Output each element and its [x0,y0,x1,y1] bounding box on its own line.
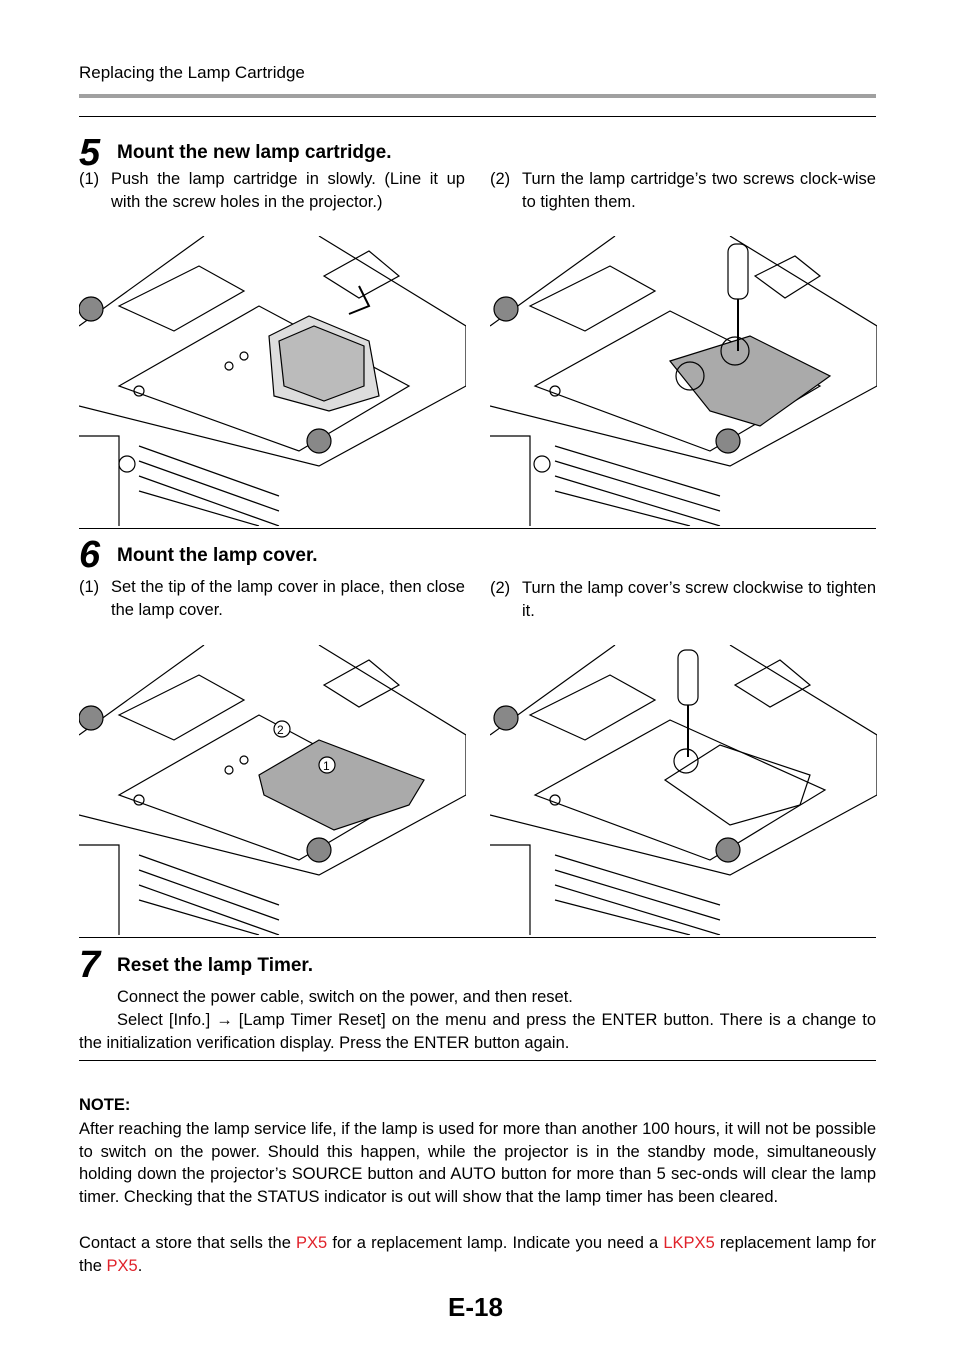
step-6-item-1: (1) Set the tip of the lamp cover in pla… [79,578,465,619]
step-6-item-2: (2) Turn the lamp cover’s screw clockwis… [490,579,876,620]
running-header: Replacing the Lamp Cartridge [79,63,305,82]
divider-top [79,116,876,117]
step-7-number: 7 [79,944,101,986]
step-6-number: 6 [79,534,101,576]
step-7-title: Reset the lamp Timer. [117,955,314,976]
step-5-item-1: (1) Push the lamp cartridge in slowly. (… [79,170,465,211]
figure-set-lamp-cover: 2 1 [78,644,467,936]
step-5-item-2: (2) Turn the lamp cartridge’s two screws… [490,170,876,211]
note-title: NOTE: [79,1096,131,1114]
model-px5: PX5 [296,1234,328,1252]
step-5-number: 5 [79,132,101,174]
step-7-line-2: Select [Info.] → [Lamp Timer Reset] on t… [79,1011,876,1052]
step-5-title: Mount the new lamp cartridge. [117,142,392,163]
divider-step-6 [79,528,876,529]
figure-tighten-cartridge-screws [489,235,878,527]
divider-note [79,1060,876,1061]
lamp-model-lkpx5: LKPX5 [663,1234,715,1252]
page-number: E-18 [448,1292,503,1322]
figure-label-1: 1 [323,759,330,773]
step-6-title: Mount the lamp cover. [117,545,318,566]
figure-tighten-cover-screw [489,644,878,936]
note-paragraph-2: Contact a store that sells the PX5 for a… [79,1234,876,1275]
note-paragraph-1: After reaching the lamp service life, if… [79,1120,876,1206]
model-px5-2: PX5 [106,1256,138,1275]
header-rule [79,94,876,98]
figure-label-2: 2 [277,723,284,737]
figure-insert-lamp-cartridge [78,235,467,527]
divider-step-7 [79,937,876,938]
step-7-line-1: Connect the power cable, switch on the p… [117,988,573,1006]
